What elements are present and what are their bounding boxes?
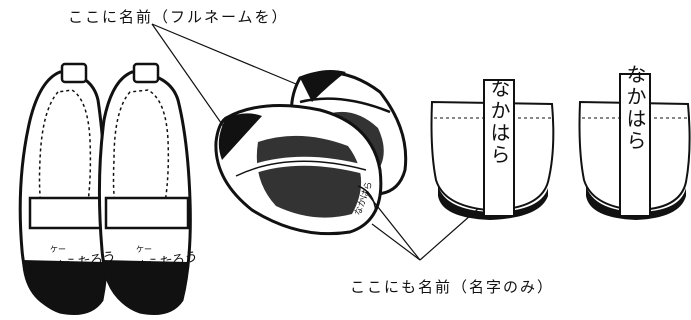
caption-surname-only: ここにも名前（名字のみ） <box>350 278 555 296</box>
front-right-small: ケー <box>136 245 152 254</box>
heel-left-name: なかはら <box>487 78 511 166</box>
left-shoe <box>18 62 109 315</box>
heel-right-name: なかはら <box>623 64 647 152</box>
angled-shoe-pair <box>214 70 408 236</box>
heel-view-left: なかはら <box>430 78 555 220</box>
right-shoe <box>97 62 192 315</box>
front-left-small: ケー <box>50 245 66 254</box>
caption-full-name: ここに名前（フルネームを） <box>68 8 289 26</box>
heel-view-right: なかはら <box>578 64 691 220</box>
front-shoe-pair: なかはらたろう なかはらたろう ケー ケー <box>18 62 199 315</box>
pointer-lines <box>151 23 489 261</box>
